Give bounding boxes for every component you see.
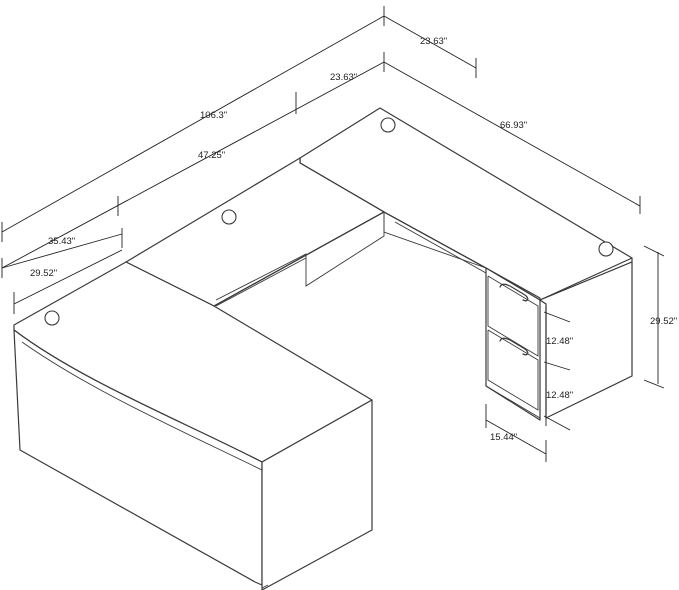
label-desk-depth: 35.43ʺ <box>48 236 75 247</box>
drawer-top-front <box>487 275 539 357</box>
desk-front-edge-line <box>21 341 263 471</box>
pedestal-side <box>539 261 633 419</box>
label-height: 29.52ʺ <box>650 316 677 327</box>
pedestal-front <box>485 267 541 421</box>
desk-side-panel <box>261 399 373 590</box>
grommet-bridge <box>221 209 237 225</box>
drawer-top-handle <box>499 283 529 302</box>
right-return-desk <box>299 107 633 421</box>
drawer-bottom-front <box>487 329 539 411</box>
dimension-lines <box>1 6 665 462</box>
bow-front-desk <box>13 261 373 590</box>
label-overall-length: 106.3ʺ <box>200 110 227 121</box>
bridge <box>125 157 385 307</box>
label-return-depth: 23.63ʺ <box>420 36 447 47</box>
label-desk-width: 29.52ʺ <box>30 268 57 279</box>
return-panel-bottom <box>394 221 487 274</box>
label-bridge-length: 47.25ʺ <box>198 150 225 161</box>
dimension-labels: 106.3ʺ 23.63ʺ 23.63ʺ 66.93ʺ 47.25ʺ 35.43… <box>30 36 677 443</box>
grommet-desk <box>44 310 60 326</box>
drawer-bottom-handle <box>499 337 529 356</box>
label-pedestal-width: 15.44ʺ <box>490 432 517 443</box>
label-drawer-top: 12.48ʺ <box>546 336 573 347</box>
grommet-return-front <box>598 241 614 257</box>
bridge-panel-line <box>215 257 307 307</box>
label-return-length: 66.93ʺ <box>500 120 527 131</box>
desk-front-panel <box>13 329 263 586</box>
bridge-modesty-panel <box>215 212 385 301</box>
bridge-front-edge <box>213 211 385 307</box>
grommet-return-back <box>380 117 396 133</box>
pedestal-base <box>485 385 541 419</box>
desk-foot <box>261 584 269 589</box>
label-drawer-bottom: 12.48ʺ <box>546 390 573 401</box>
label-bridge-depth: 23.63ʺ <box>330 72 357 83</box>
